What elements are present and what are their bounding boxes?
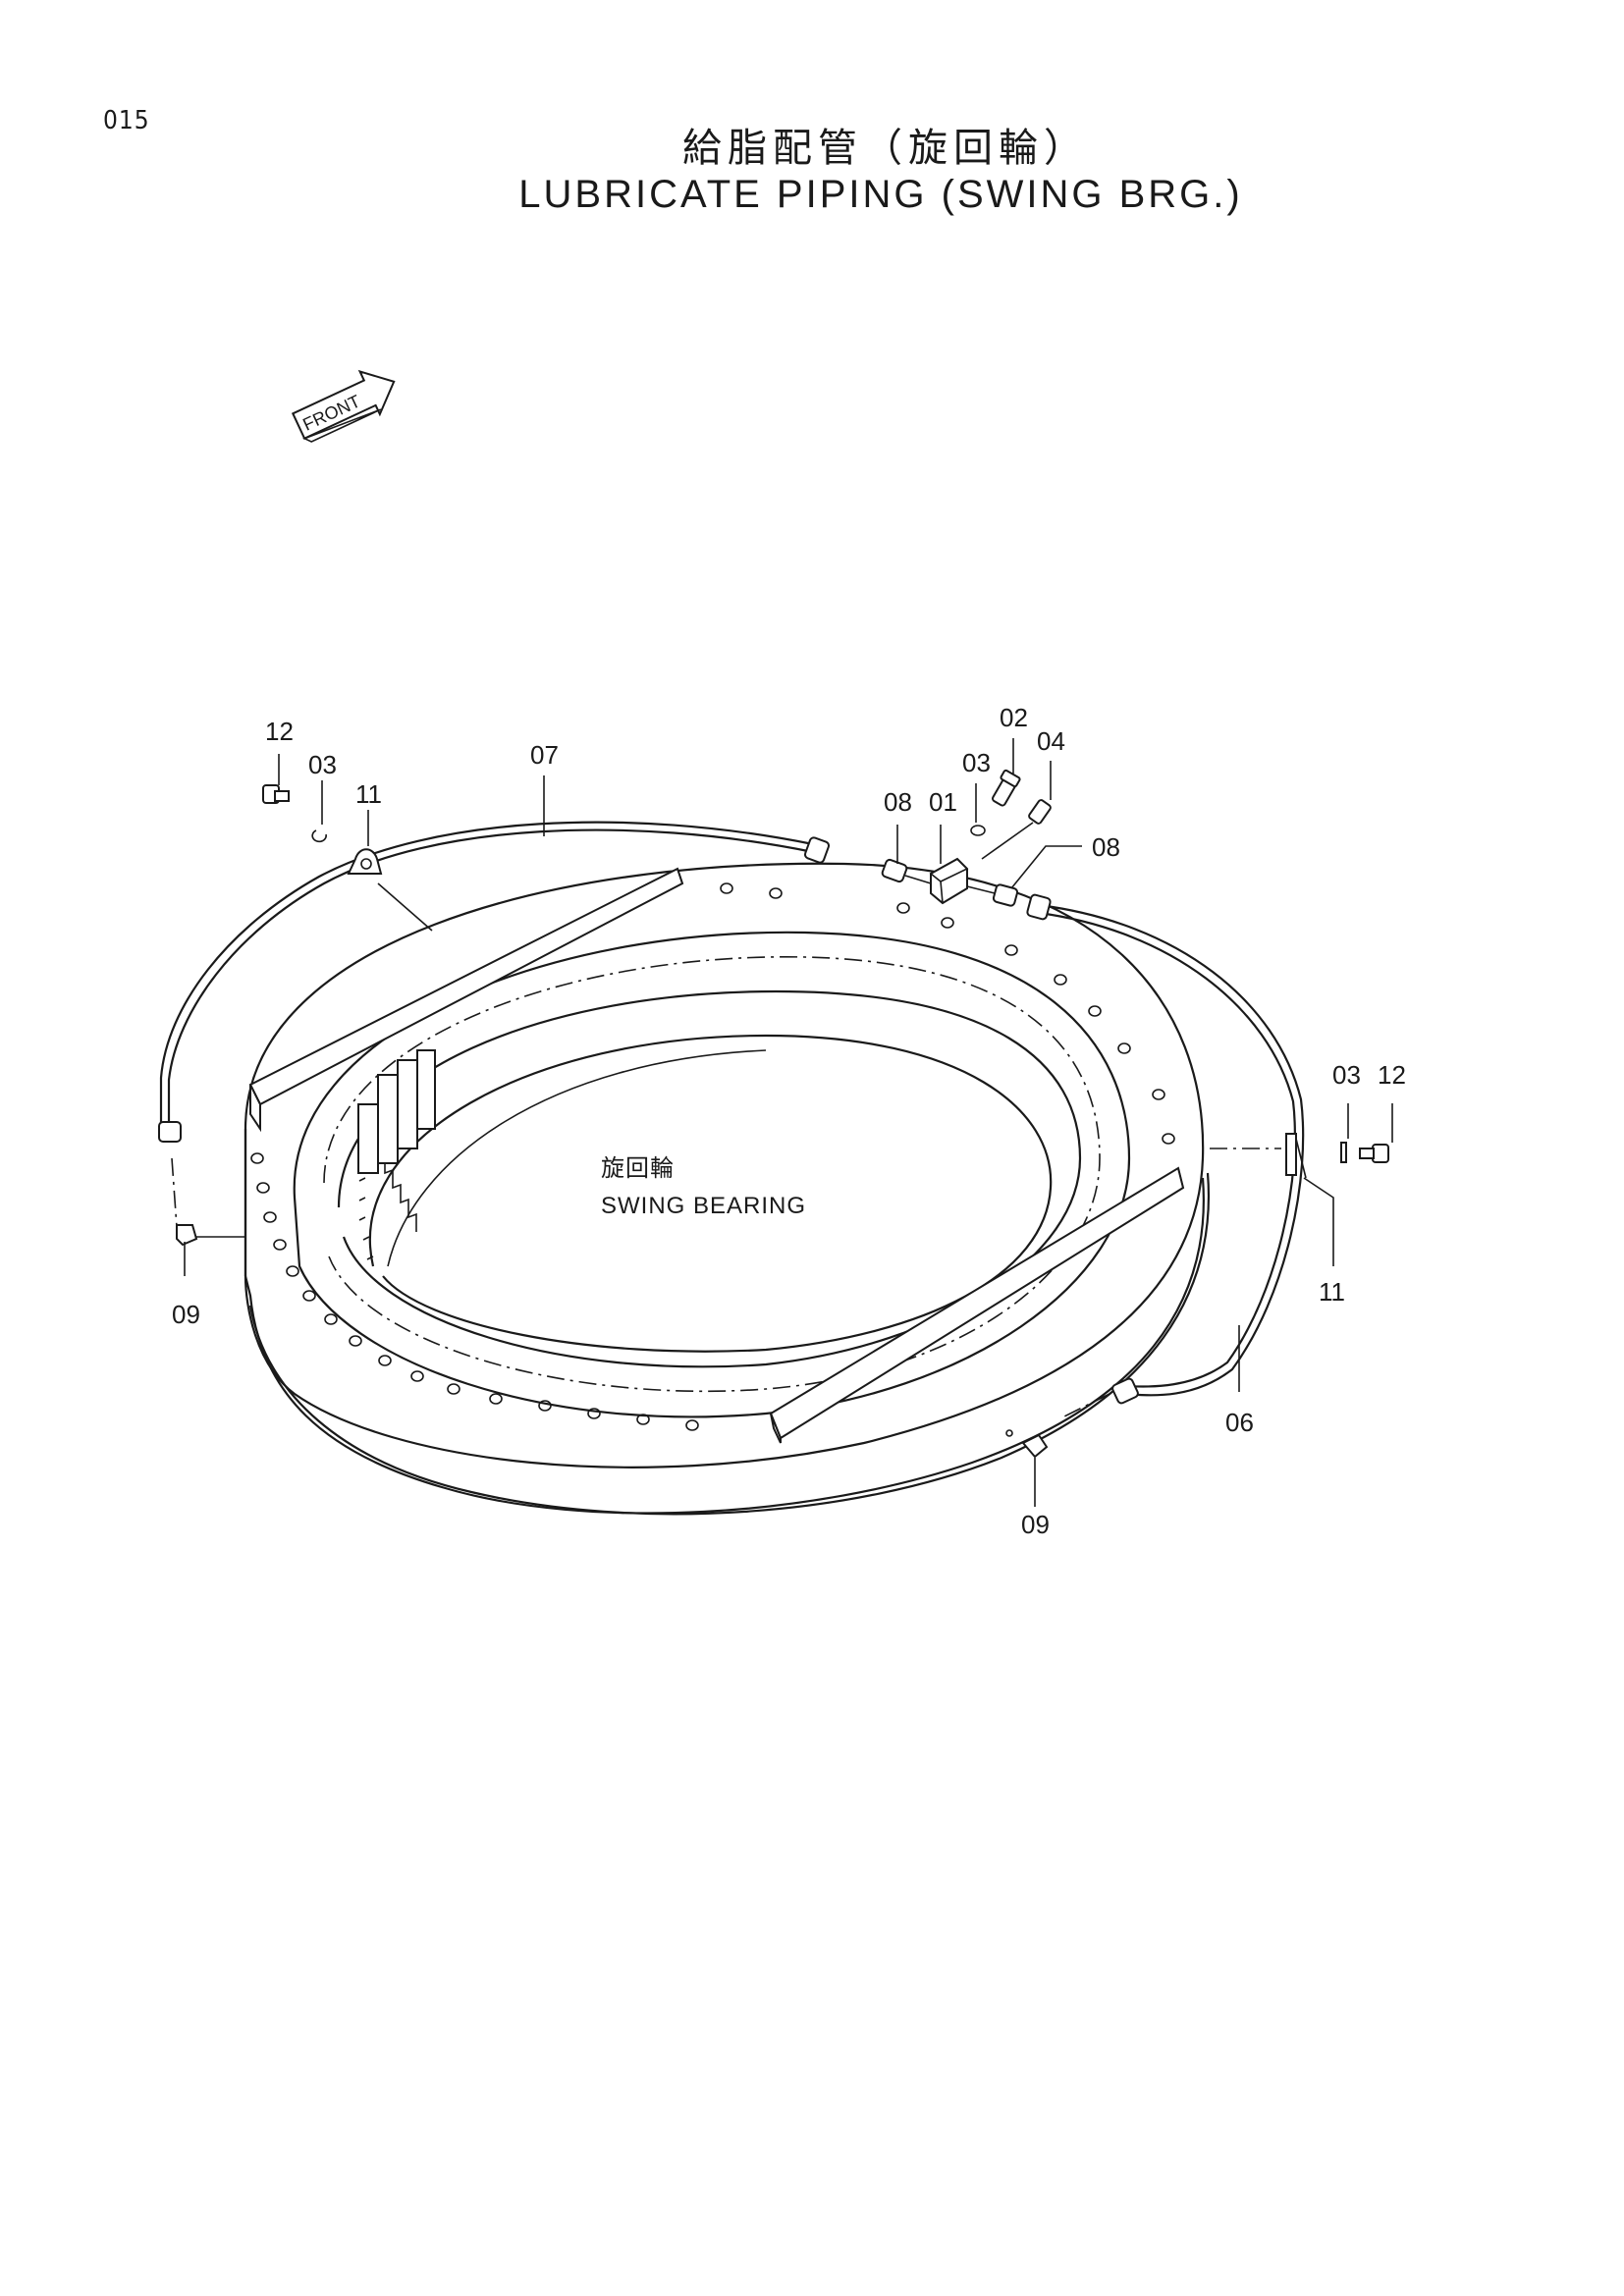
gear-teeth xyxy=(357,1049,436,1260)
elbow-09-left xyxy=(176,1224,245,1247)
callout-12-right: 12 xyxy=(1378,1060,1406,1090)
distributor-block-01 xyxy=(929,857,969,905)
callout-11-right: 11 xyxy=(1319,1277,1345,1307)
washer-03-right xyxy=(1340,1142,1347,1163)
page-title-japanese: 給脂配管（旋回輪） xyxy=(682,126,1089,171)
grease-nipple-04 xyxy=(981,799,1052,860)
callout-01: 01 xyxy=(929,787,957,817)
callout-09-left: 09 xyxy=(172,1300,200,1329)
callout-08-right: 08 xyxy=(1092,832,1120,862)
callout-09-right: 09 xyxy=(1021,1510,1050,1539)
bolt-02 xyxy=(992,769,1021,807)
washer-03-top xyxy=(970,825,986,836)
callout-07: 07 xyxy=(530,740,559,770)
center-label-english: SWING BEARING xyxy=(601,1193,806,1219)
swing-bearing xyxy=(244,862,1210,1516)
washer-03-left xyxy=(311,829,327,843)
callout-12-left: 12 xyxy=(265,717,294,746)
page-number: 015 xyxy=(103,106,150,135)
callout-08-left: 08 xyxy=(884,787,912,817)
page-title-english: LUBRICATE PIPING (SWING BRG.) xyxy=(518,173,1243,216)
callout-04: 04 xyxy=(1037,726,1065,756)
leader-lines xyxy=(184,738,1393,1507)
fitting-08-left xyxy=(881,858,932,884)
callout-11-left: 11 xyxy=(355,779,382,809)
clamp-11-right xyxy=(1210,1133,1307,1179)
cross-bar-lower xyxy=(769,1166,1185,1444)
callout-03-right: 03 xyxy=(1332,1060,1361,1090)
callout-06: 06 xyxy=(1225,1408,1254,1437)
callout-03-top: 03 xyxy=(962,748,991,777)
bolt-holes xyxy=(250,882,1175,1431)
front-arrow-icon: FRONT xyxy=(291,369,396,443)
elbow-09-right xyxy=(1005,1429,1049,1459)
fitting-08-right xyxy=(966,883,1019,907)
center-label-japanese: 旋回輪 xyxy=(601,1155,675,1182)
bolt-12-right xyxy=(1359,1144,1389,1163)
bolt-12-left xyxy=(262,784,290,804)
lubricate-pipe-06 xyxy=(1038,903,1305,1419)
cross-bar-upper xyxy=(248,867,684,1133)
callout-02: 02 xyxy=(1000,703,1028,732)
lubricate-pipe-07 xyxy=(159,821,814,1228)
clamp-11-left xyxy=(347,848,433,932)
callout-03-left: 03 xyxy=(308,750,337,779)
